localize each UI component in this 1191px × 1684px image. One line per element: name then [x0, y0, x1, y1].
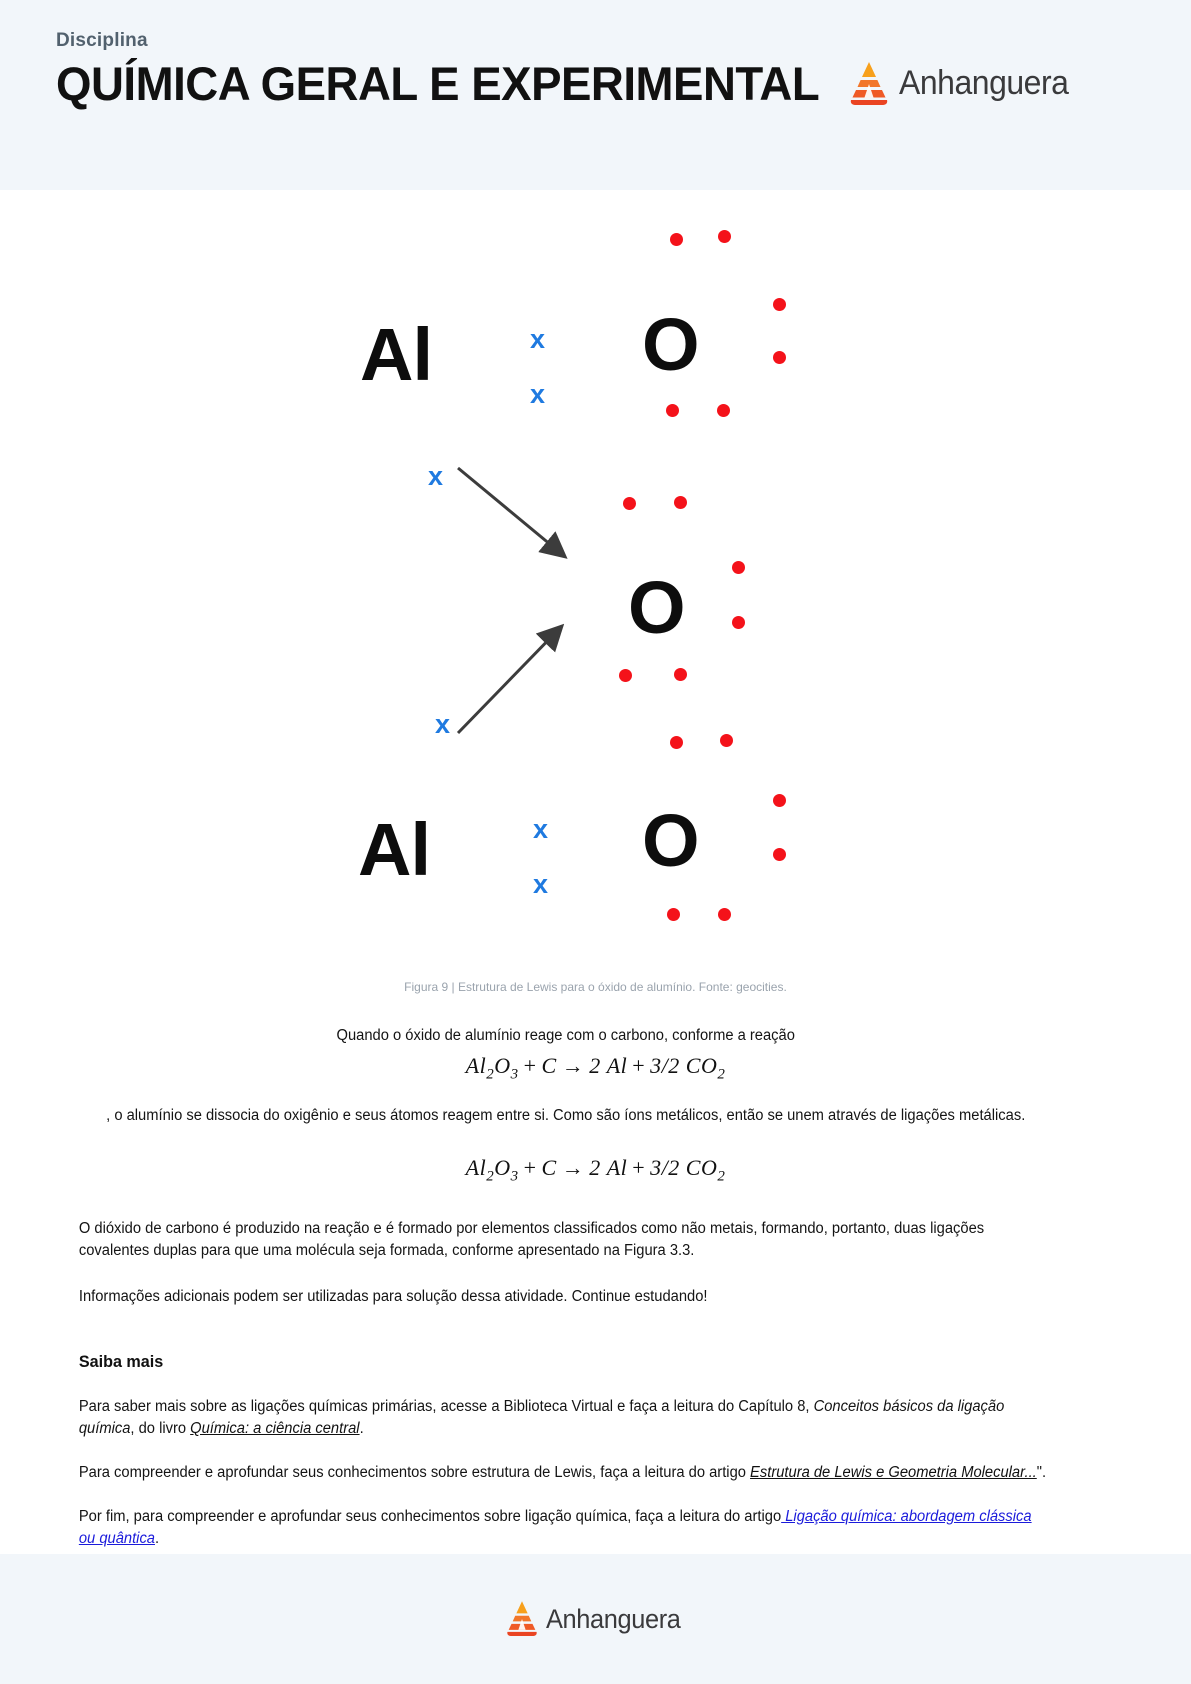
lone-pair-dot [674, 496, 687, 509]
equation-2-text: Al2O3+C→2 Al+3/2 CO2 [465, 1155, 726, 1185]
link-quimica-ciencia-central[interactable]: Química: a ciência central [190, 1419, 360, 1437]
paragraph-co2: O dióxido de carbono é produzido na reaç… [78, 1219, 985, 1259]
equation-2: Al2O3+C→2 Al+3/2 CO2 [0, 1155, 1191, 1185]
figure-lewis-structure: Al x x O x x O [0, 190, 1191, 1010]
item2-post: ". [1036, 1463, 1047, 1481]
lone-pair-dot [773, 351, 786, 364]
electron-x-mid-upper: x [428, 461, 444, 491]
atom-al-bottom: Al [358, 808, 431, 891]
page-title: QUÍMICA GERAL E EXPERIMENTAL [56, 57, 820, 110]
item1-mid: , do livro [130, 1419, 191, 1437]
lone-pair-dot [619, 669, 632, 682]
lone-pair-dot [718, 230, 731, 243]
lone-pair-dot [773, 298, 786, 311]
item1-pre: Para saber mais sobre as ligações químic… [78, 1397, 814, 1415]
title-row: QUÍMICA GERAL E EXPERIMENTAL [56, 56, 1069, 111]
atom-al-top: Al [360, 313, 433, 396]
saiba-mais-heading: Saiba mais [78, 1351, 164, 1371]
lone-pair-dot [670, 736, 683, 749]
page-header: Disciplina QUÍMICA GERAL E EXPERIMENTAL [0, 0, 1191, 190]
lone-pair-dot [720, 734, 733, 747]
footer-brand-name: Anhanguera [546, 1603, 681, 1634]
lone-pair-dot [666, 404, 679, 417]
main-content: Al x x O x x O [0, 190, 1191, 1547]
paragraph-extra: Informações adicionais podem ser utiliza… [78, 1287, 708, 1305]
link-ligacao-quimica-abordagem[interactable]: Ligação química: abordagem clássica ou q… [78, 1507, 1032, 1547]
atom-o-middle: O [628, 566, 686, 649]
lone-pair-dot [732, 561, 745, 574]
pyramid-logo-icon [507, 1601, 538, 1636]
equation-1-text: Al2O3+C→2 Al+3/2 CO2 [465, 1053, 726, 1083]
lone-pair-dot [718, 908, 731, 921]
saiba-mais-item-2: Para compreender e aprofundar seus conhe… [0, 1462, 1131, 1484]
saiba-mais-item-1: Para saber mais sobre as ligações químic… [0, 1396, 1131, 1440]
footer-anhanguera-logo: Anhanguera [501, 1598, 689, 1640]
electron-x-mid-lower: x [435, 709, 451, 739]
item1-italic: Conceitos básicos da ligação química [78, 1397, 1005, 1437]
lewis-diagram: Al x x O x x O [330, 208, 850, 978]
lone-pair-dot [773, 848, 786, 861]
electron-x-bottom-1: x [533, 814, 549, 844]
saiba-mais-item-3: Por fim, para compreender e aprofundar s… [0, 1506, 1131, 1550]
equation-1: Al2O3+C→2 Al+3/2 CO2 [0, 1053, 1191, 1083]
intro-line: Quando o óxido de alumínio reage com o c… [336, 1027, 795, 1044]
discipline-label: Disciplina [56, 30, 148, 51]
brand-name: Anhanguera [898, 64, 1069, 102]
text-section: Quando o óxido de alumínio reage com o c… [0, 1025, 1191, 1550]
item3-pre: Por fim, para compreender e aprofundar s… [78, 1507, 782, 1525]
lone-pair-dot [674, 668, 687, 681]
electron-transfer-arrows [456, 466, 568, 735]
electron-x-top-1: x [530, 324, 546, 354]
lone-pair-dot [773, 794, 786, 807]
lone-pair-dot [667, 908, 680, 921]
lone-pair-dot [623, 497, 636, 510]
item2-pre: Para compreender e aprofundar seus conhe… [78, 1463, 751, 1481]
item1-post: . [359, 1419, 364, 1437]
header-inner: Disciplina QUÍMICA GERAL E EXPERIMENTAL [56, 30, 1071, 111]
anhanguera-logo: Anhanguera [843, 58, 1079, 110]
electron-x-bottom-2: x [533, 869, 549, 899]
after-equation-line: , o alumínio se dissocia do oxigênio e s… [106, 1107, 1026, 1125]
electron-x-top-2: x [530, 379, 546, 409]
item3-post: . [154, 1529, 160, 1547]
atom-o-bottom: O [642, 799, 700, 882]
lone-pair-dot [670, 233, 683, 246]
lone-pair-dot [732, 616, 745, 629]
page-footer: Anhanguera [0, 1554, 1191, 1684]
figure-caption: Figura 9 | Estrutura de Lewis para o óxi… [404, 980, 787, 994]
lone-pair-dot [717, 404, 730, 417]
pyramid-logo-icon [850, 61, 887, 105]
link-estrutura-lewis-geometria[interactable]: Estrutura de Lewis e Geometria Molecular… [750, 1463, 1037, 1481]
atom-o-top: O [642, 303, 700, 386]
